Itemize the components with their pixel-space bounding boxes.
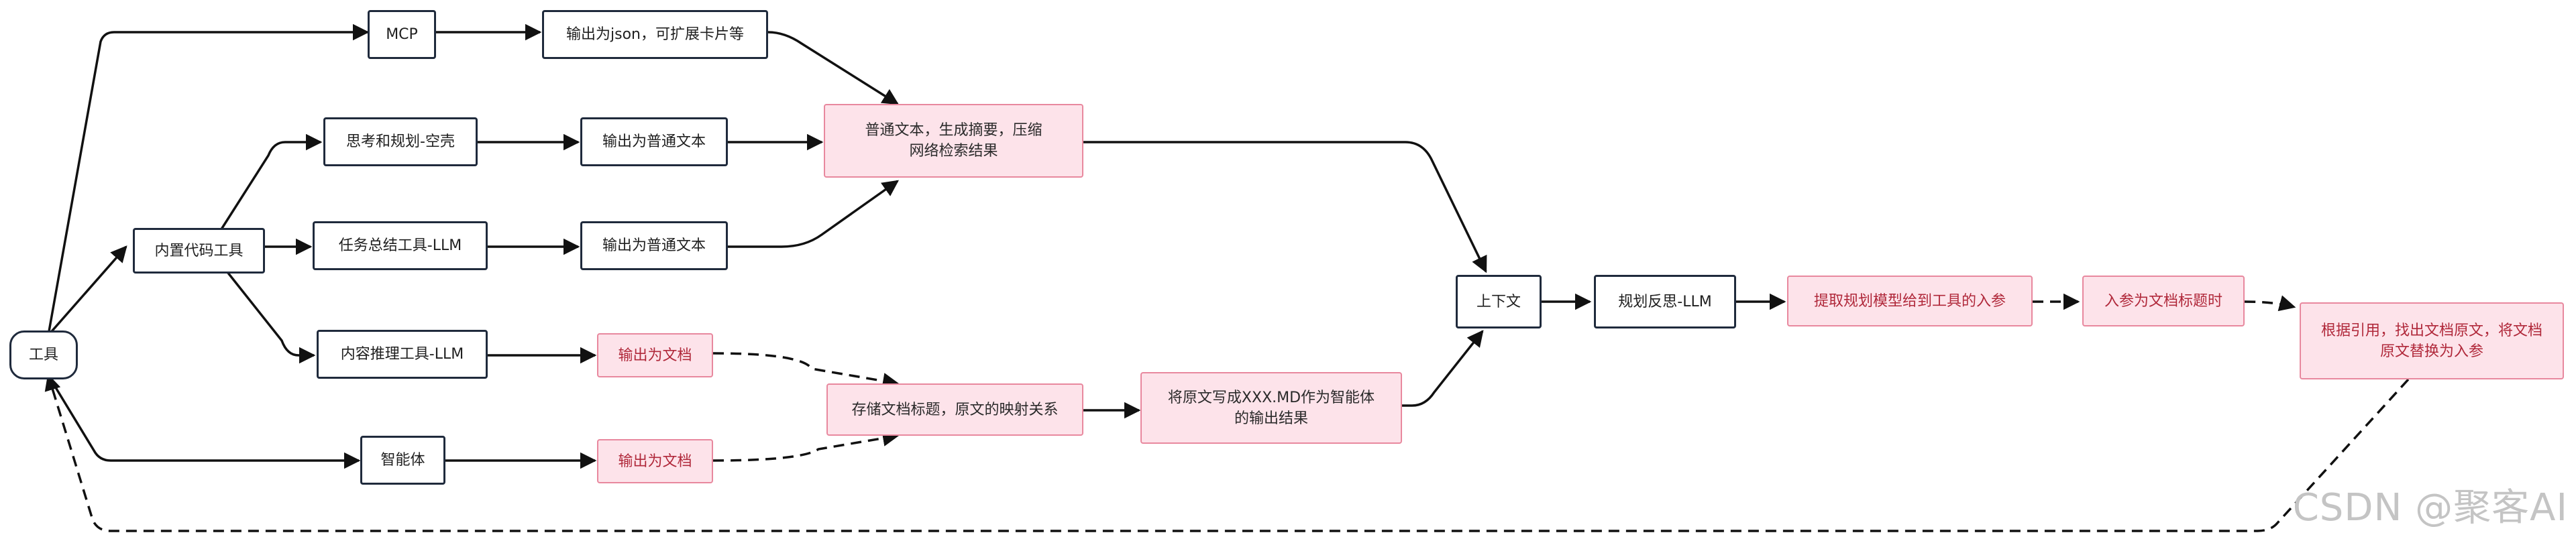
node-think-output: 输出为普通文本	[580, 117, 728, 166]
node-agent-output: 输出为文档	[597, 439, 713, 483]
node-param-is-title: 入参为文档标题时	[2082, 276, 2245, 326]
edge-find-tool	[44, 373, 2410, 532]
node-plan-reflect: 规划反思-LLM	[1594, 275, 1736, 328]
node-task-output: 输出为普通文本	[580, 221, 728, 270]
edge-reasoningout-store	[712, 352, 900, 389]
node-find-original: 根据引用，找出文档原文，将文档原文替换为入参	[2300, 302, 2564, 379]
node-mcp: MCP	[368, 10, 436, 59]
node-mcp-output: 输出为json，可扩展卡片等	[542, 10, 768, 59]
node-write-md: 将原文写成XXX.MD作为智能体的输出结果	[1140, 372, 1402, 444]
edge-taskout-plain	[728, 180, 899, 248]
edge-builtin-reasoning	[219, 261, 316, 364]
edge-title-find	[2244, 295, 2296, 312]
edge-agentout-store	[712, 430, 900, 462]
edge-mcpout-plain	[767, 31, 900, 105]
watermark: CSDN @聚客AI	[2292, 486, 2568, 530]
edge-tool-agent	[47, 375, 361, 469]
node-builtin-code-tool: 内置代码工具	[133, 228, 265, 274]
edge-tool-builtin	[47, 245, 127, 337]
edge-writemd-context	[1402, 330, 1484, 407]
node-think-plan: 思考和规划-空壳	[323, 117, 478, 166]
node-store-doc-title: 存储文档标题，原文的映射关系	[826, 383, 1083, 436]
node-tool: 工具	[9, 330, 78, 379]
edge-tool-mcp	[47, 23, 370, 336]
node-task-summary: 任务总结工具-LLM	[313, 221, 488, 270]
node-plain-text-summary: 普通文本，生成摘要，压缩网络检索结果	[824, 104, 1083, 178]
node-content-reasoning: 内容推理工具-LLM	[317, 330, 488, 379]
edge-plain-context	[1083, 141, 1487, 274]
edge-builtin-think	[219, 133, 323, 232]
node-extract-params: 提取规划模型给到工具的入参	[1787, 276, 2033, 326]
node-context: 上下文	[1456, 275, 1542, 328]
node-agent: 智能体	[360, 436, 445, 485]
node-reasoning-output: 输出为文档	[597, 333, 713, 377]
